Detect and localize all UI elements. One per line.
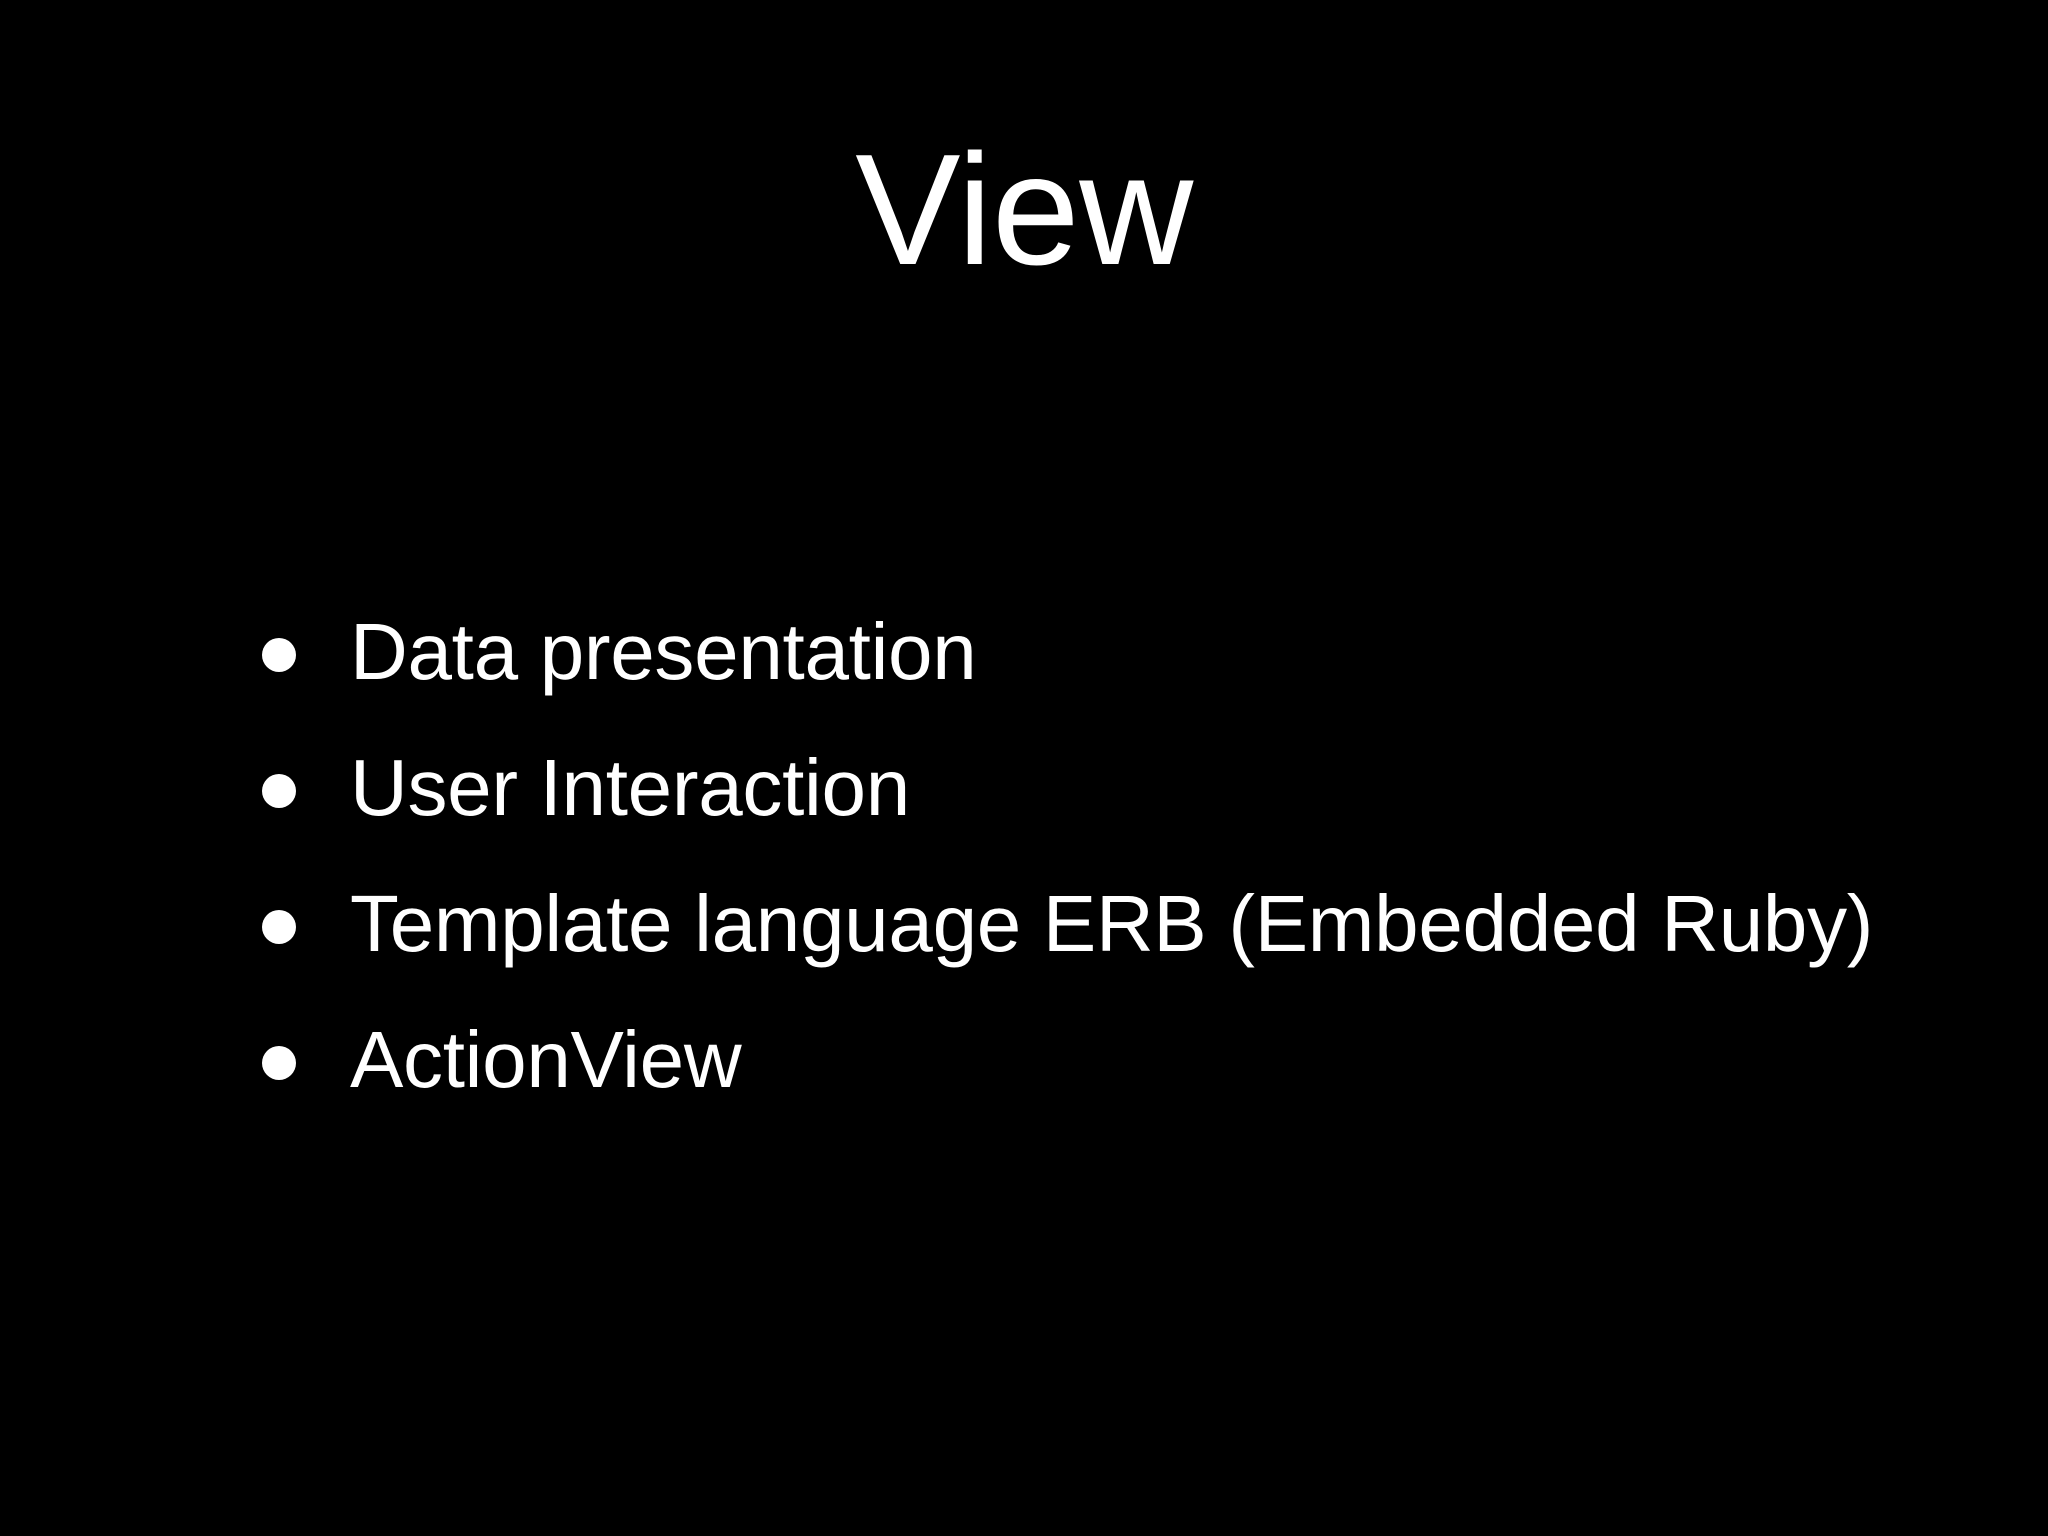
list-item: Data presentation xyxy=(262,612,1962,692)
bullet-list: Data presentation User Interaction Templ… xyxy=(262,612,1962,1100)
bullet-dot-icon xyxy=(262,638,296,672)
bullet-dot-icon xyxy=(262,1046,296,1080)
list-item-label: Data presentation xyxy=(350,607,977,696)
list-item-label: User Interaction xyxy=(350,743,910,832)
bullet-dot-icon xyxy=(262,910,296,944)
list-item: Template language ERB (Embedded Ruby) xyxy=(262,884,1962,964)
list-item: ActionView xyxy=(262,1020,1962,1100)
list-item: User Interaction xyxy=(262,748,1962,828)
list-item-label: Template language ERB (Embedded Ruby) xyxy=(350,879,1874,968)
list-item-label: ActionView xyxy=(350,1015,742,1104)
bullet-dot-icon xyxy=(262,774,296,808)
slide-title: View xyxy=(855,122,1193,298)
